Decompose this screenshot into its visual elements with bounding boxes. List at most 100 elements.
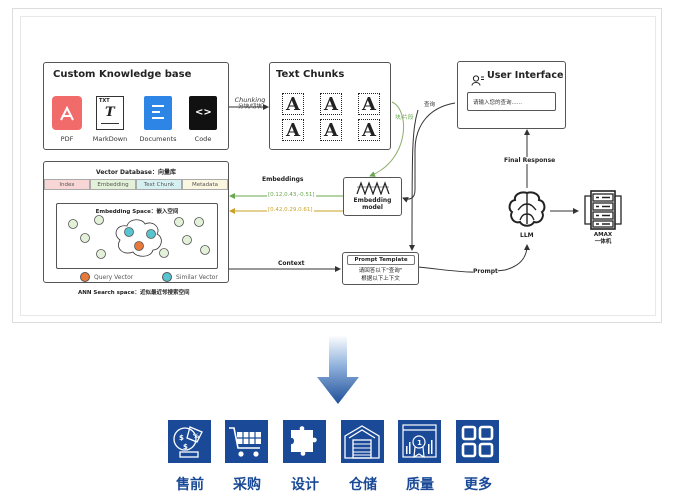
vector-db-column-header: Metadata	[182, 179, 228, 190]
query-input[interactable]: 请输入您的查询......	[467, 92, 556, 111]
down-arrow-icon	[317, 335, 359, 404]
chunk-label: 块/片段	[395, 115, 414, 121]
query-vector-point	[134, 241, 144, 251]
knowledge-base-title: Custom Knowledge base	[53, 69, 192, 80]
documents-label: Documents	[139, 135, 177, 143]
text-chunk-glyph: A	[282, 93, 304, 115]
vector-point	[194, 217, 204, 227]
pdf-label: PDF	[60, 135, 74, 143]
presales-icon: $$%	[173, 426, 203, 458]
prompt-template-box: Prompt Template 请回答以下"查询" 根据以下上下文	[342, 252, 419, 285]
embedding-points	[68, 215, 210, 259]
vector-point	[200, 245, 210, 255]
context-label: Context	[278, 260, 305, 267]
query-arrow	[402, 102, 456, 203]
text-chunks-title: Text Chunks	[276, 69, 345, 80]
vector-point	[159, 248, 169, 258]
query-input-placeholder: 请输入您的查询......	[473, 100, 522, 106]
legend-query: Query Vector	[80, 272, 133, 282]
embedding-space-box: Embedding Space：嵌入空间	[56, 203, 218, 269]
similar-vector-point	[124, 227, 134, 237]
puzzle-icon	[291, 426, 317, 456]
chunking-label-cn: 分块/切块	[238, 104, 262, 110]
service-tile-purchasing[interactable]	[225, 420, 268, 463]
text-chunk-glyph: A	[358, 93, 380, 115]
similar-vector-point	[146, 229, 156, 239]
service-label-design[interactable]: 设计	[291, 477, 319, 493]
txt-badge: TXT	[99, 98, 110, 104]
embedding-space-title: Embedding Space：嵌入空间	[95, 209, 179, 215]
embeddings-label: Embeddings	[262, 176, 304, 183]
pdf-icon	[52, 96, 82, 130]
embedding-model-line1: Embedding	[353, 197, 392, 204]
text-chunk-glyph: A	[320, 93, 342, 115]
service-label-presales[interactable]: 售前	[176, 477, 204, 493]
legend-similar-label: Similar Vector	[176, 273, 218, 281]
svg-text:%: %	[193, 433, 199, 440]
brain-icon	[506, 190, 548, 228]
vector-point	[182, 235, 192, 245]
service-tile-presales[interactable]: $$%	[168, 420, 211, 463]
diagram-frame-outer	[12, 8, 662, 323]
code-label: Code	[194, 135, 212, 143]
ann-search-label: ANN Search space：近似最近邻搜索空间	[78, 290, 190, 296]
txt-glyph: T	[105, 105, 115, 120]
service-tile-more[interactable]	[456, 420, 499, 463]
vector-point	[174, 217, 184, 227]
vector-point	[94, 215, 104, 225]
embedding-vector-2: [0.42,0.29,0.61]	[267, 207, 314, 213]
service-label-more[interactable]: 更多	[464, 477, 492, 493]
waveform-icon	[356, 181, 390, 195]
chunking-label-en: Chunking	[234, 96, 266, 104]
amax-label-line2: 一体机	[594, 239, 612, 245]
vector-db-column-header: Text Chunk	[136, 179, 182, 190]
service-tile-design[interactable]	[283, 420, 326, 463]
query-to-prompt-arrow	[409, 109, 419, 251]
llm-label: LLM	[520, 232, 534, 239]
query-label: 查询	[424, 102, 436, 108]
text-chunk-glyph: A	[282, 119, 304, 141]
prompt-arrow	[417, 244, 530, 273]
embedding-model-box: Embedding model	[343, 177, 402, 216]
prompt-label: Prompt	[473, 268, 498, 275]
chunk-to-embedding-arrow	[369, 101, 404, 177]
vector-point	[68, 219, 78, 229]
final-response-label: Final Response	[504, 157, 556, 164]
svg-text:$: $	[179, 434, 184, 442]
vector-db-title: Vector Database：向量库	[96, 169, 176, 176]
svg-text:1: 1	[417, 439, 422, 447]
code-glyph: <>	[195, 107, 212, 118]
user-interface-title: User Interface	[487, 70, 564, 81]
legend-query-label: Query Vector	[94, 273, 134, 281]
server-icon	[582, 190, 624, 230]
prompt-template-line1: 请回答以下"查询"	[358, 268, 403, 274]
markdown-label: MarkDown	[92, 135, 128, 143]
service-label-warehouse[interactable]: 仓储	[349, 477, 377, 493]
vector-point	[96, 249, 106, 259]
service-label-purchasing[interactable]: 采购	[233, 477, 261, 493]
text-chunk-glyph: A	[320, 119, 342, 141]
amax-label-line1: AMAX	[593, 232, 613, 238]
text-chunk-glyph: A	[358, 119, 380, 141]
document-icon	[144, 96, 172, 130]
vector-db-column-header: Embedding	[90, 179, 136, 190]
embedding-vector-1: [0.12,0.43,-0.51]	[267, 192, 316, 198]
amax-label: AMAX 一体机	[585, 232, 621, 246]
prompt-template-line2: 根据以下上下文	[361, 276, 400, 282]
legend-similar: Similar Vector	[162, 272, 218, 282]
vector-db-column-header: Index	[44, 179, 90, 190]
service-label-quality[interactable]: 质量	[406, 477, 434, 493]
txt-file-icon: TXT T	[96, 96, 124, 130]
service-tile-quality[interactable]: 1	[398, 420, 441, 463]
chunking-label: Chunking 分块/切块	[230, 97, 270, 111]
user-icon	[471, 71, 485, 86]
service-tile-warehouse[interactable]	[341, 420, 384, 463]
query-vector-swatch	[80, 272, 90, 282]
diagram-frame-inner	[20, 16, 656, 316]
knowledge-base-box: Custom Knowledge base PDF TXT T MarkDown…	[43, 62, 229, 150]
code-file-icon: <>	[189, 96, 217, 130]
